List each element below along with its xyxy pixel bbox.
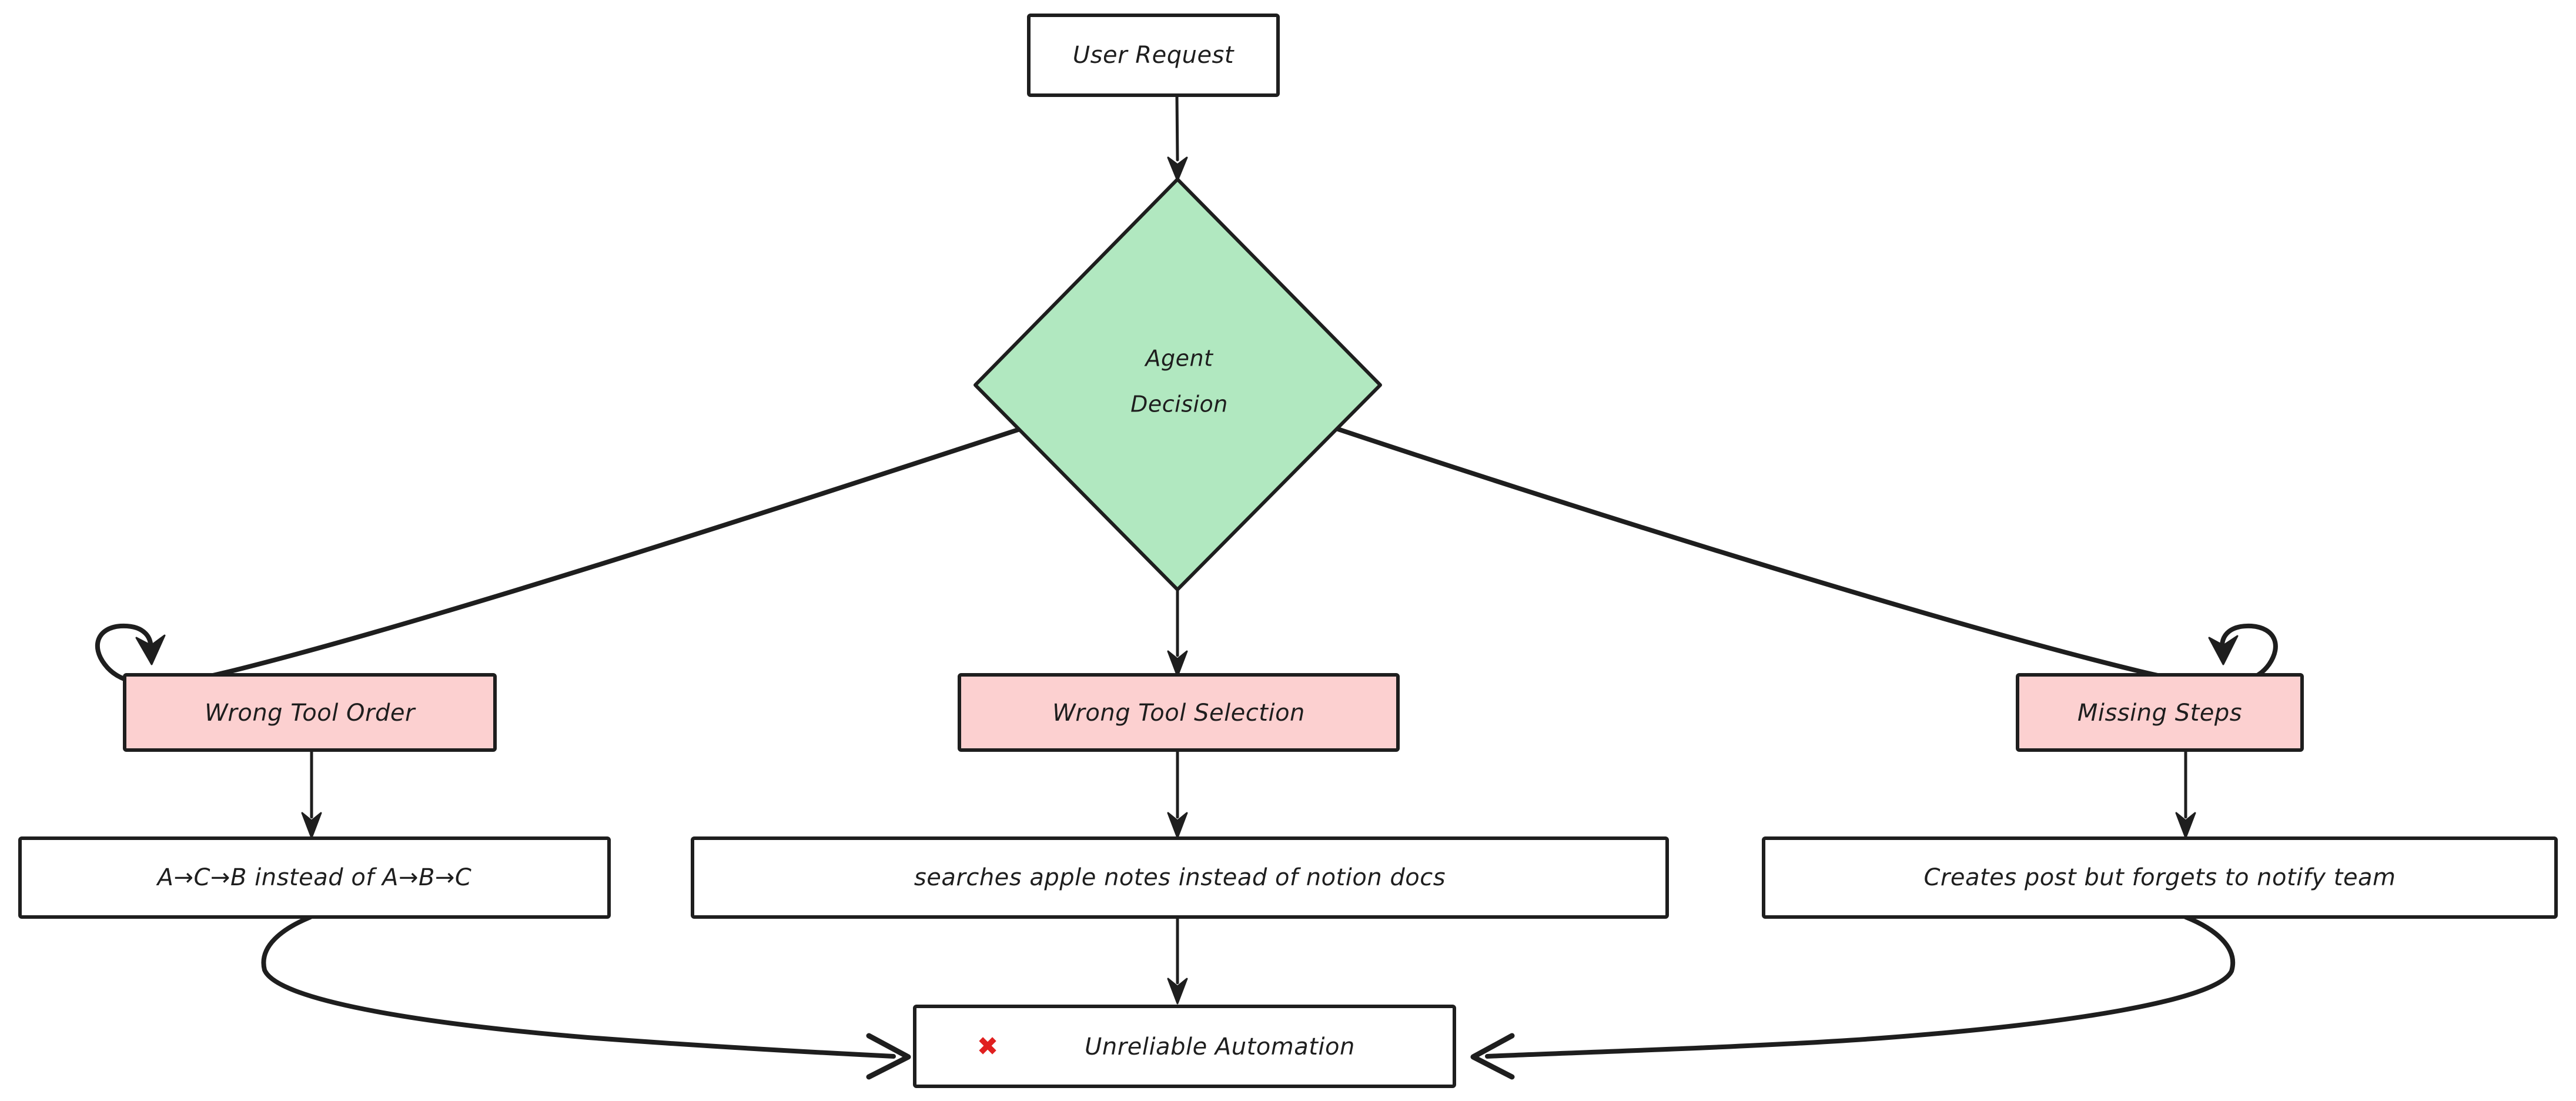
edge-agent-decision-to-wrong-tool-selection xyxy=(1167,587,1188,677)
edge-selection-example-to-unreliable-automation xyxy=(1167,915,1188,1005)
node-selection-example[interactable]: searches apple notes instead of notion d… xyxy=(691,836,1669,919)
node-missing-example-label: Creates post but forgets to notify team xyxy=(1923,864,2396,891)
node-wrong-tool-order[interactable]: Wrong Tool Order xyxy=(123,673,497,752)
node-agent-decision[interactable]: Agent Decision xyxy=(973,178,1382,591)
node-wrong-tool-order-label: Wrong Tool Order xyxy=(205,700,416,727)
node-wrong-tool-selection-label: Wrong Tool Selection xyxy=(1052,700,1305,727)
edge-order-example-to-unreliable-automation xyxy=(261,915,911,1080)
node-agent-decision-label-line-2: Decision xyxy=(1130,391,1228,417)
node-user-request-label: User Request xyxy=(1073,42,1235,69)
edge-missing-example-to-unreliable-automation xyxy=(1470,915,2235,1080)
edge-user-request-to-agent-decision xyxy=(1167,93,1188,182)
edge-wrong-tool-order-to-order-example xyxy=(301,748,322,839)
node-missing-steps[interactable]: Missing Steps xyxy=(2016,673,2304,752)
node-unreliable-automation-label: Unreliable Automation xyxy=(1085,1033,1355,1060)
edge-wrong-tool-selection-to-selection-example xyxy=(1167,748,1188,839)
edge-missing-steps-to-missing-example xyxy=(2175,748,2196,839)
node-selection-example-label: searches apple notes instead of notion d… xyxy=(914,864,1446,891)
edge-agent-decision-to-wrong-tool-order xyxy=(95,427,1022,687)
cross-mark-icon: ✖ xyxy=(977,1032,999,1062)
edge-agent-decision-to-missing-steps xyxy=(1336,427,2278,687)
node-unreliable-automation[interactable]: ✖ Unreliable Automation xyxy=(913,1005,1456,1088)
node-order-example[interactable]: A→C→B instead of A→B→C xyxy=(18,836,611,919)
node-wrong-tool-selection[interactable]: Wrong Tool Selection xyxy=(958,673,1400,752)
node-missing-steps-label: Missing Steps xyxy=(2077,700,2242,727)
node-order-example-label: A→C→B instead of A→B→C xyxy=(156,864,472,891)
node-agent-decision-label-line-1: Agent xyxy=(1144,346,1215,372)
node-missing-example[interactable]: Creates post but forgets to notify team xyxy=(1762,836,2558,919)
node-user-request[interactable]: User Request xyxy=(1027,14,1280,97)
